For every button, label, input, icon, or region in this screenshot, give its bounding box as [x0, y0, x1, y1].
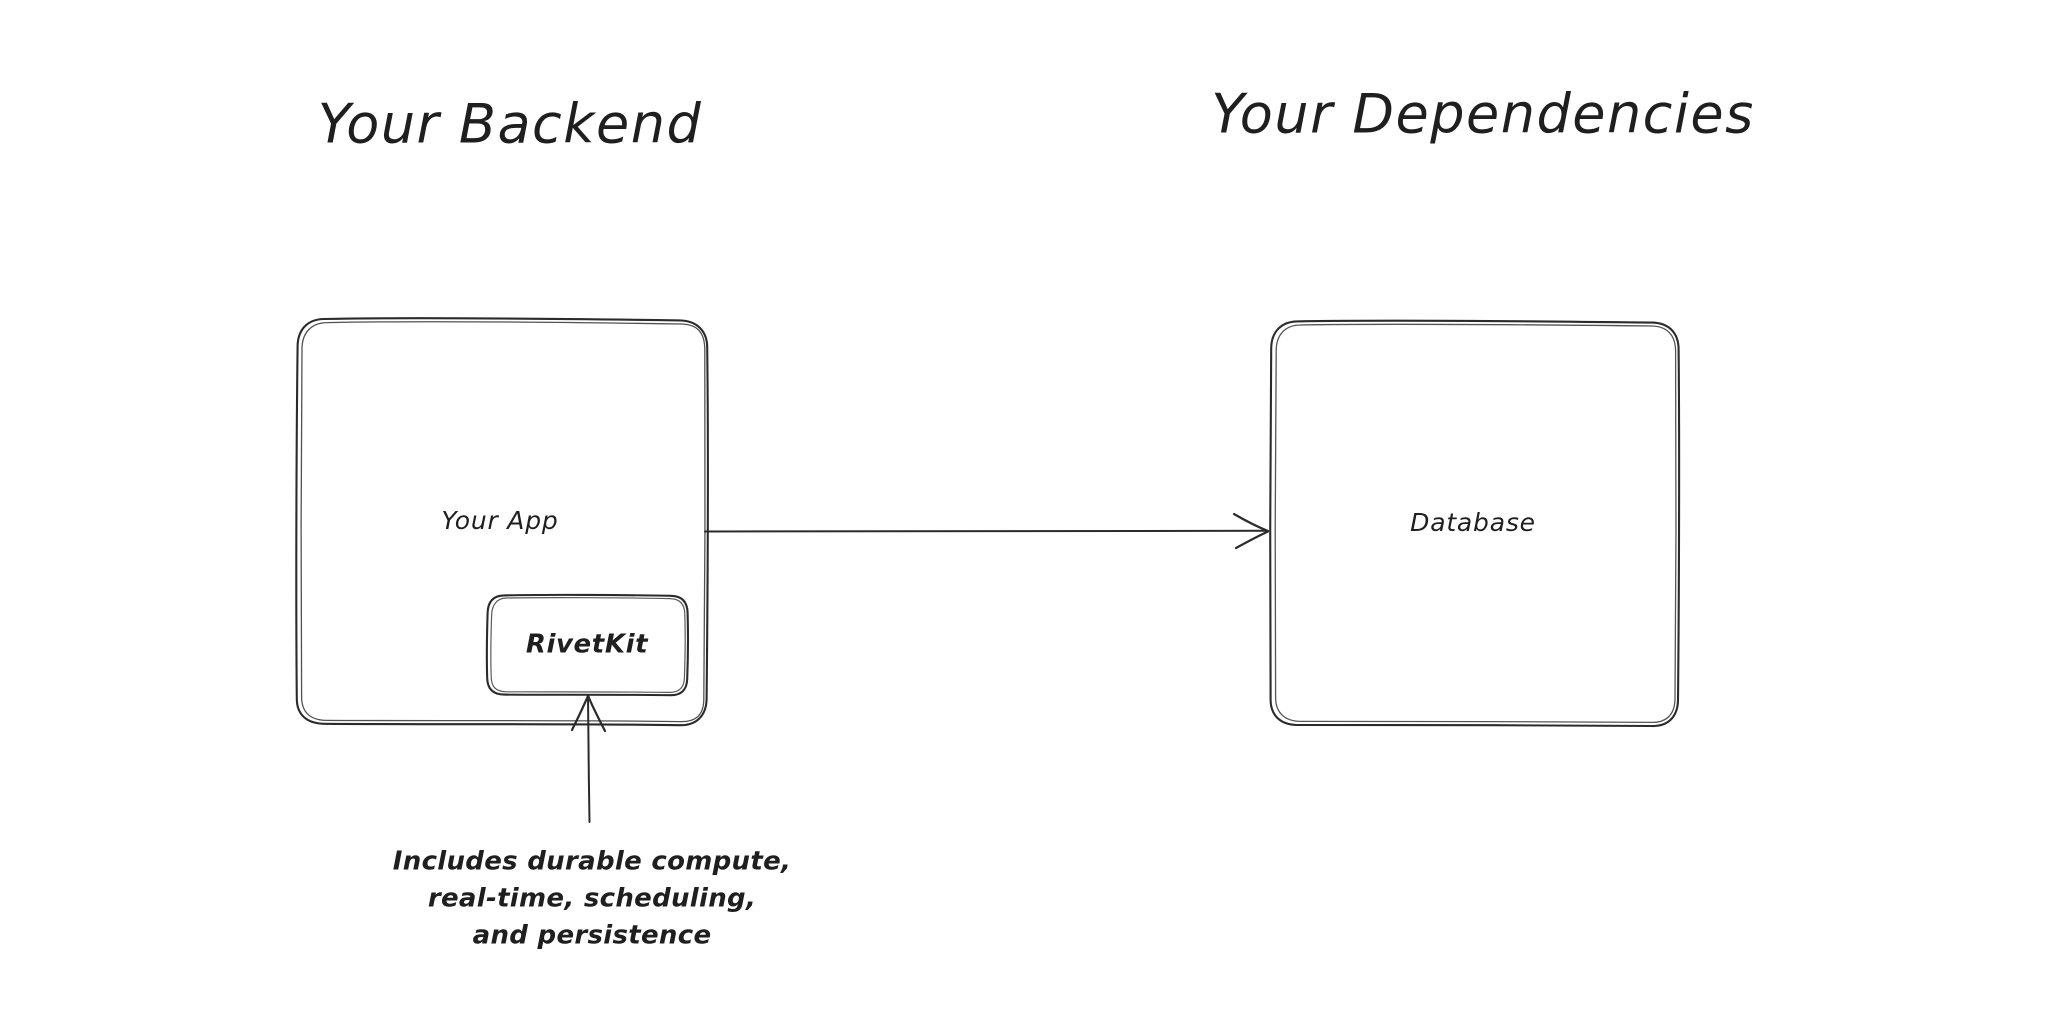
app-to-database-arrowhead: [1232, 512, 1270, 533]
connector-app-to-database: [704, 512, 1270, 550]
your-app-box-outline: [295, 317, 709, 727]
caption-line-1: Includes durable compute,: [393, 847, 791, 877]
app-to-database-arrowhead-lower: [1234, 530, 1270, 550]
caption-to-rivetkit-line: [587, 696, 591, 823]
connector-caption-to-rivetkit: [570, 694, 607, 823]
caption-to-rivetkit-arrowhead-left: [570, 694, 590, 732]
database-box-fill: [1270, 322, 1678, 726]
rivetkit-box-outline-echo: [490, 597, 686, 694]
group-title-your-dependencies: Your Dependencies: [1211, 83, 1754, 146]
caption-line-3: and persistence: [473, 921, 712, 951]
rivetkit-box-outline: [485, 593, 689, 697]
rivetkit-caption: Includes durable compute, real-time, sch…: [393, 847, 791, 951]
caption-to-rivetkit-arrowhead-right: [587, 695, 607, 733]
rivetkit-box-fill: [487, 596, 687, 695]
database-label: Database: [1410, 508, 1536, 537]
your-app-label: Your App: [441, 506, 558, 535]
caption-line-2: real-time, scheduling,: [428, 884, 756, 914]
node-database[interactable]: Database: [1269, 319, 1681, 728]
your-app-box-outline-echo: [300, 321, 706, 723]
rivetkit-label: RivetKit: [526, 630, 649, 660]
node-rivetkit[interactable]: RivetKit: [485, 593, 689, 697]
app-to-database-line: [704, 529, 1267, 533]
database-box-outline: [1269, 319, 1681, 728]
database-box-outline-echo: [1274, 323, 1677, 724]
group-title-your-backend: Your Backend: [318, 93, 703, 156]
